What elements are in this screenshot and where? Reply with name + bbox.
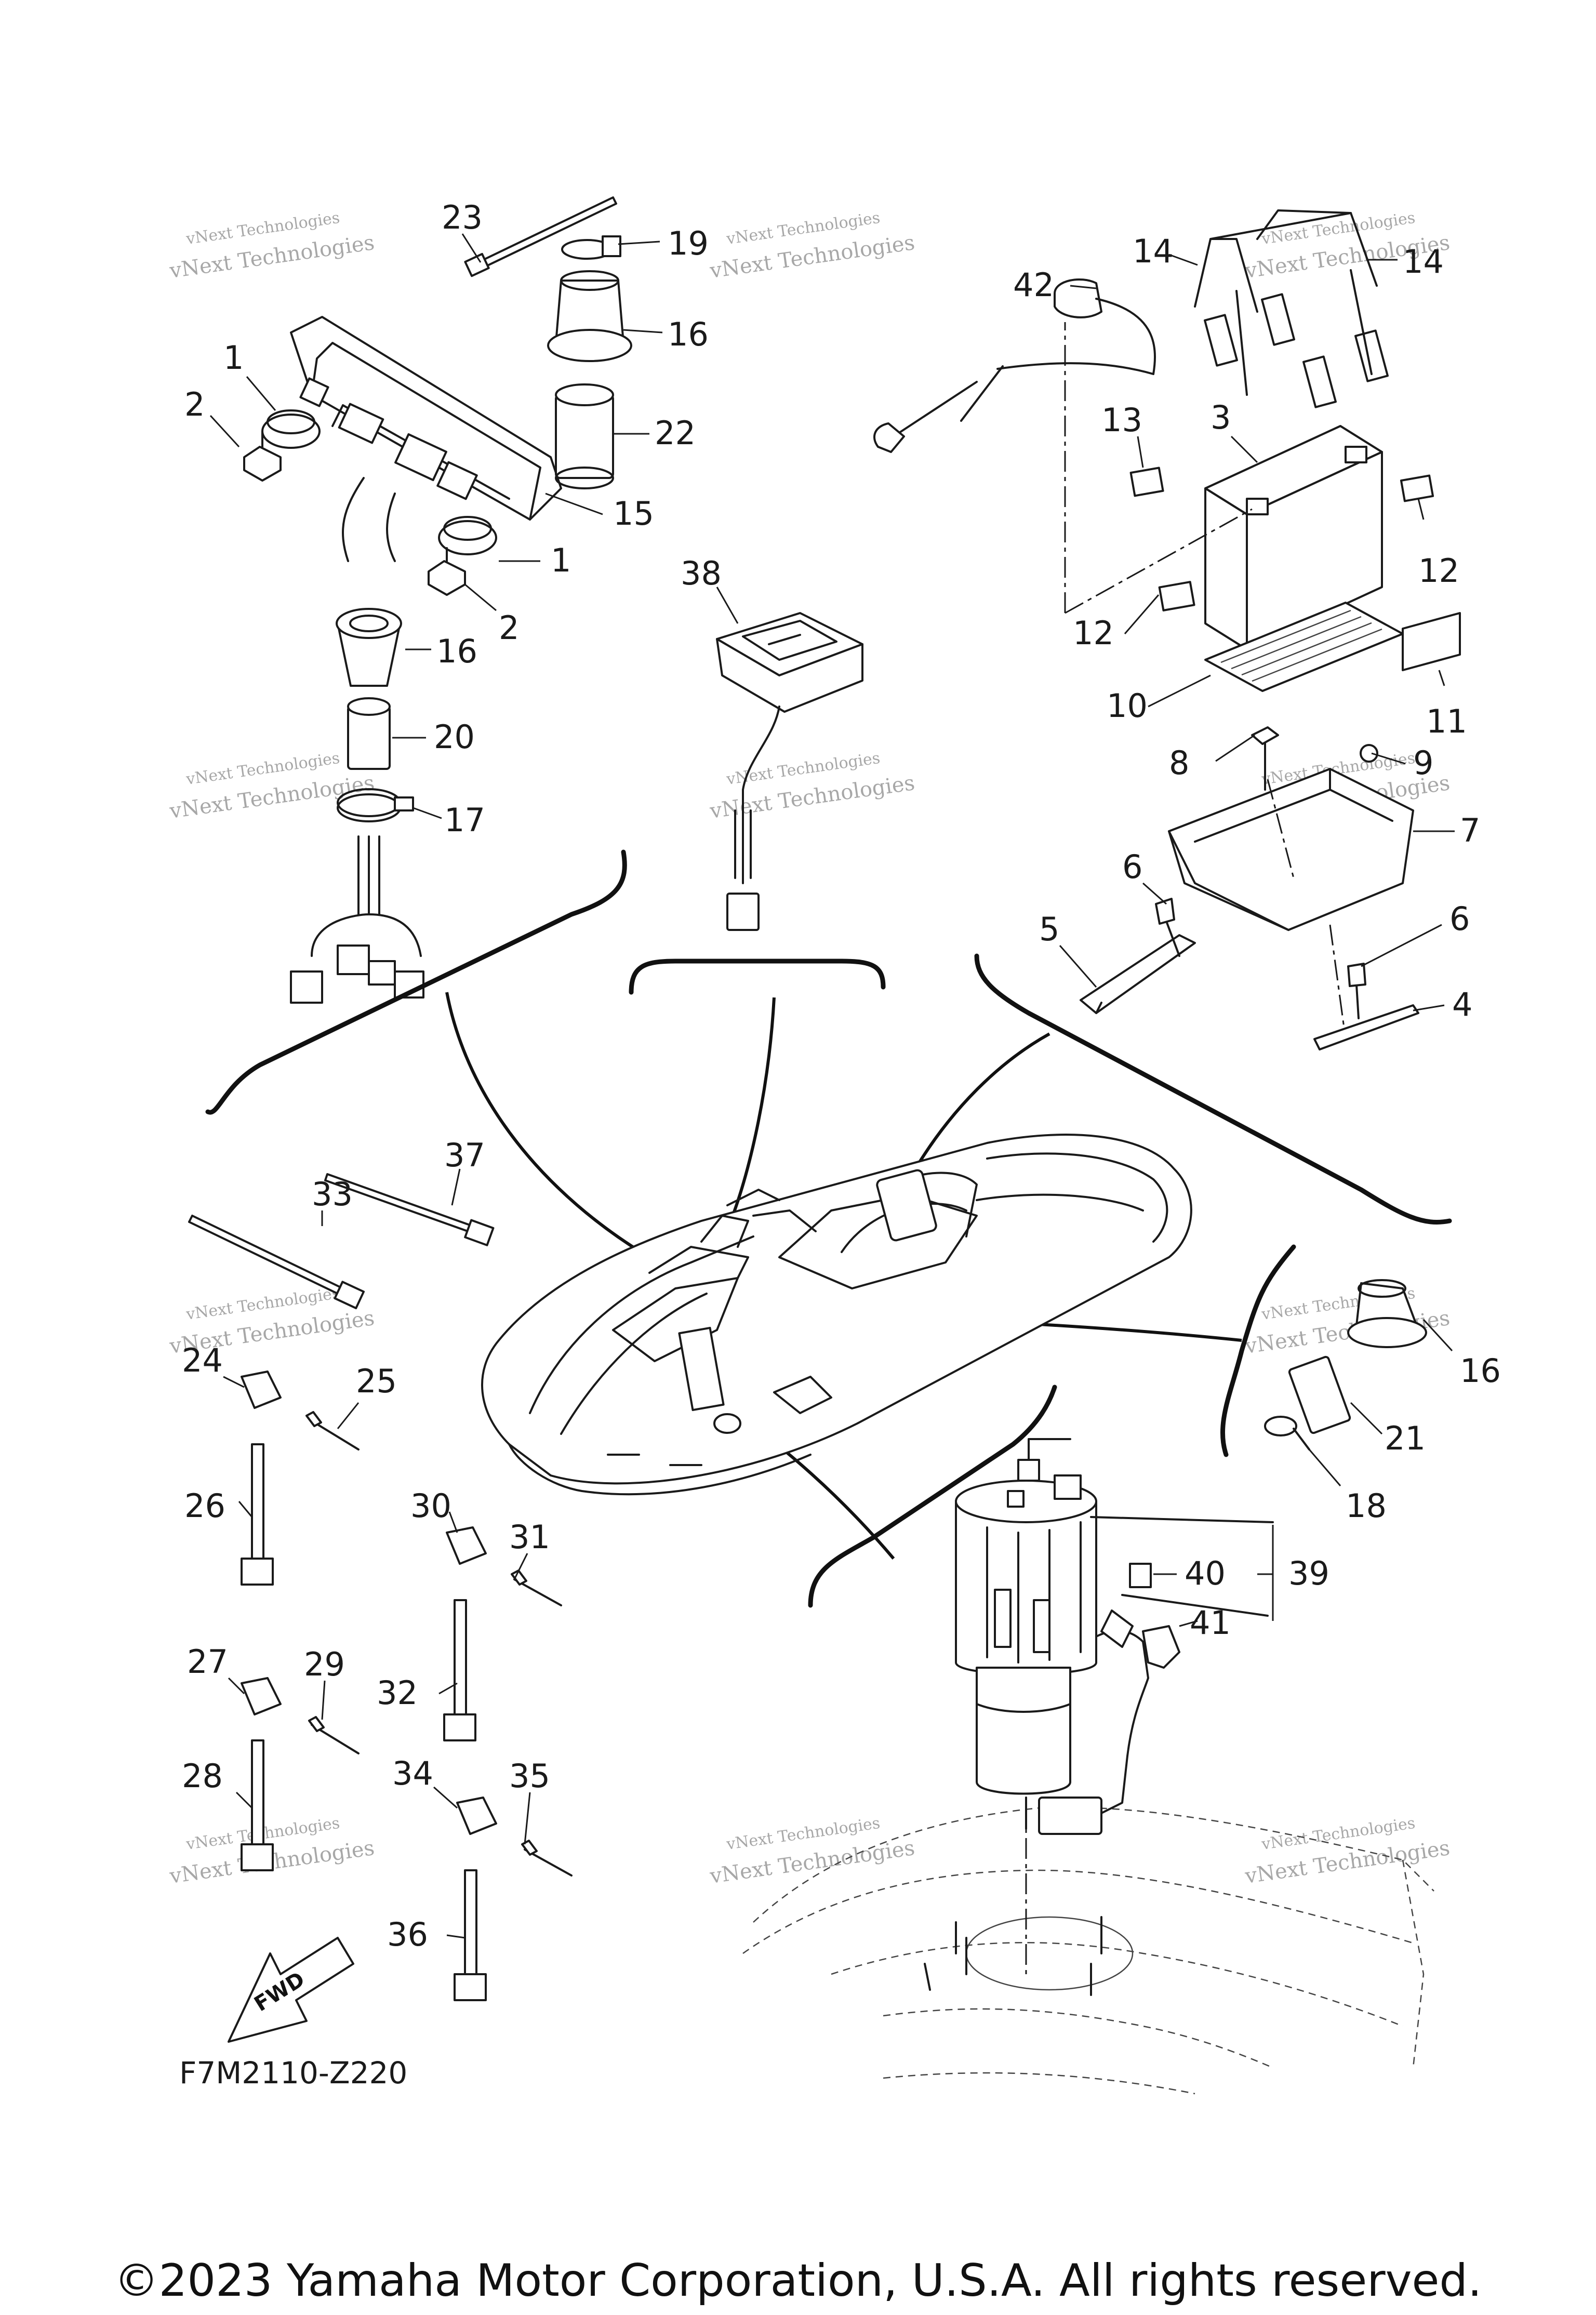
callout-20: 20 bbox=[434, 718, 475, 756]
callout-21: 21 bbox=[1385, 1419, 1426, 1457]
callout-12: 12 bbox=[1418, 552, 1459, 590]
callout-10: 10 bbox=[1107, 687, 1148, 725]
callout-16b: 16 bbox=[436, 632, 477, 670]
bracket-fuel bbox=[808, 1385, 1057, 1608]
callout-30: 30 bbox=[410, 1487, 451, 1525]
callout-13: 13 bbox=[1101, 401, 1142, 439]
callout-25: 25 bbox=[356, 1362, 397, 1400]
callout-1: 1 bbox=[223, 339, 244, 377]
battery-group bbox=[873, 209, 1461, 1050]
watermark: vNext Technologies vNext Technologies bbox=[1243, 1814, 1452, 1888]
callout-26: 26 bbox=[184, 1487, 225, 1525]
callout-18: 18 bbox=[1346, 1487, 1387, 1525]
callout-8: 8 bbox=[1169, 744, 1189, 782]
callout-40: 40 bbox=[1185, 1554, 1226, 1592]
callout-labels: 23 19 16 22 1 2 15 1 2 16 20 17 38 42 14… bbox=[182, 198, 1501, 1953]
callout-4: 4 bbox=[1452, 986, 1472, 1023]
callout-19: 19 bbox=[668, 224, 709, 262]
bracket-right bbox=[974, 953, 1452, 1225]
callout-22: 22 bbox=[655, 414, 696, 452]
callout-1b: 1 bbox=[551, 541, 571, 579]
callout-28: 28 bbox=[182, 1757, 223, 1795]
leader-lines bbox=[209, 233, 1455, 1939]
callout-5: 5 bbox=[1039, 910, 1059, 948]
callout-35: 35 bbox=[509, 1757, 550, 1795]
meter-assembly-part-15 bbox=[290, 316, 562, 521]
callout-16c: 16 bbox=[1460, 1352, 1501, 1390]
watercraft-illustration bbox=[481, 1134, 1192, 1496]
callout-38: 38 bbox=[681, 554, 722, 592]
diagram-code: F7M2110-Z220 bbox=[179, 2055, 407, 2091]
callout-31: 31 bbox=[509, 1518, 550, 1556]
callout-16: 16 bbox=[668, 315, 709, 353]
callout-15: 15 bbox=[613, 495, 654, 533]
upper-grommet-group bbox=[464, 196, 632, 489]
bracket-left bbox=[205, 849, 627, 1115]
fuel-pump-group bbox=[742, 1438, 1434, 2095]
watermark: vNext Technologies vNext Technologies bbox=[708, 1814, 916, 1888]
callout-2b: 2 bbox=[499, 609, 519, 647]
callout-14b: 14 bbox=[1403, 243, 1444, 281]
watermark: vNext Technologies vNext Technologies bbox=[168, 209, 376, 283]
bracket-right-mid bbox=[1220, 1244, 1296, 1457]
meter-assembly-group bbox=[243, 316, 562, 1004]
callout-17: 17 bbox=[444, 801, 485, 839]
watermark: vNext Technologies vNext Technologies bbox=[708, 209, 916, 283]
callout-7: 7 bbox=[1460, 811, 1480, 849]
copyright-notice: ©2023 Yamaha Motor Corporation, U.S.A. A… bbox=[114, 2255, 1482, 2307]
forward-direction-indicator: FWD bbox=[228, 1937, 354, 2043]
callout-11: 11 bbox=[1426, 702, 1467, 740]
callout-6b: 6 bbox=[1449, 900, 1470, 938]
callout-41: 41 bbox=[1190, 1604, 1231, 1642]
switch-group bbox=[716, 612, 863, 931]
right-grommet-group bbox=[1264, 1279, 1427, 1451]
callout-33: 33 bbox=[312, 1175, 353, 1213]
callout-6: 6 bbox=[1122, 848, 1142, 886]
callout-32: 32 bbox=[377, 1674, 418, 1712]
watermark: vNext Technologies vNext Technologies bbox=[1243, 1284, 1452, 1359]
callout-14: 14 bbox=[1133, 232, 1174, 270]
callout-12b: 12 bbox=[1073, 614, 1114, 652]
callout-24: 24 bbox=[182, 1341, 223, 1379]
callout-34: 34 bbox=[392, 1754, 433, 1792]
callout-37: 37 bbox=[444, 1136, 485, 1174]
callout-27: 27 bbox=[187, 1643, 228, 1681]
callout-42: 42 bbox=[1013, 266, 1054, 304]
callout-29: 29 bbox=[304, 1645, 345, 1683]
callout-2: 2 bbox=[184, 385, 205, 423]
bracket-center bbox=[629, 959, 886, 995]
watermarks: vNext Technologies vNext Technologies vN… bbox=[168, 209, 1452, 1888]
clip-and-tie-group bbox=[188, 1173, 573, 2001]
callout-3: 3 bbox=[1211, 398, 1231, 436]
callout-36: 36 bbox=[387, 1915, 428, 1953]
callout-9: 9 bbox=[1413, 744, 1433, 782]
callout-39: 39 bbox=[1288, 1554, 1329, 1592]
callout-23: 23 bbox=[442, 198, 483, 236]
